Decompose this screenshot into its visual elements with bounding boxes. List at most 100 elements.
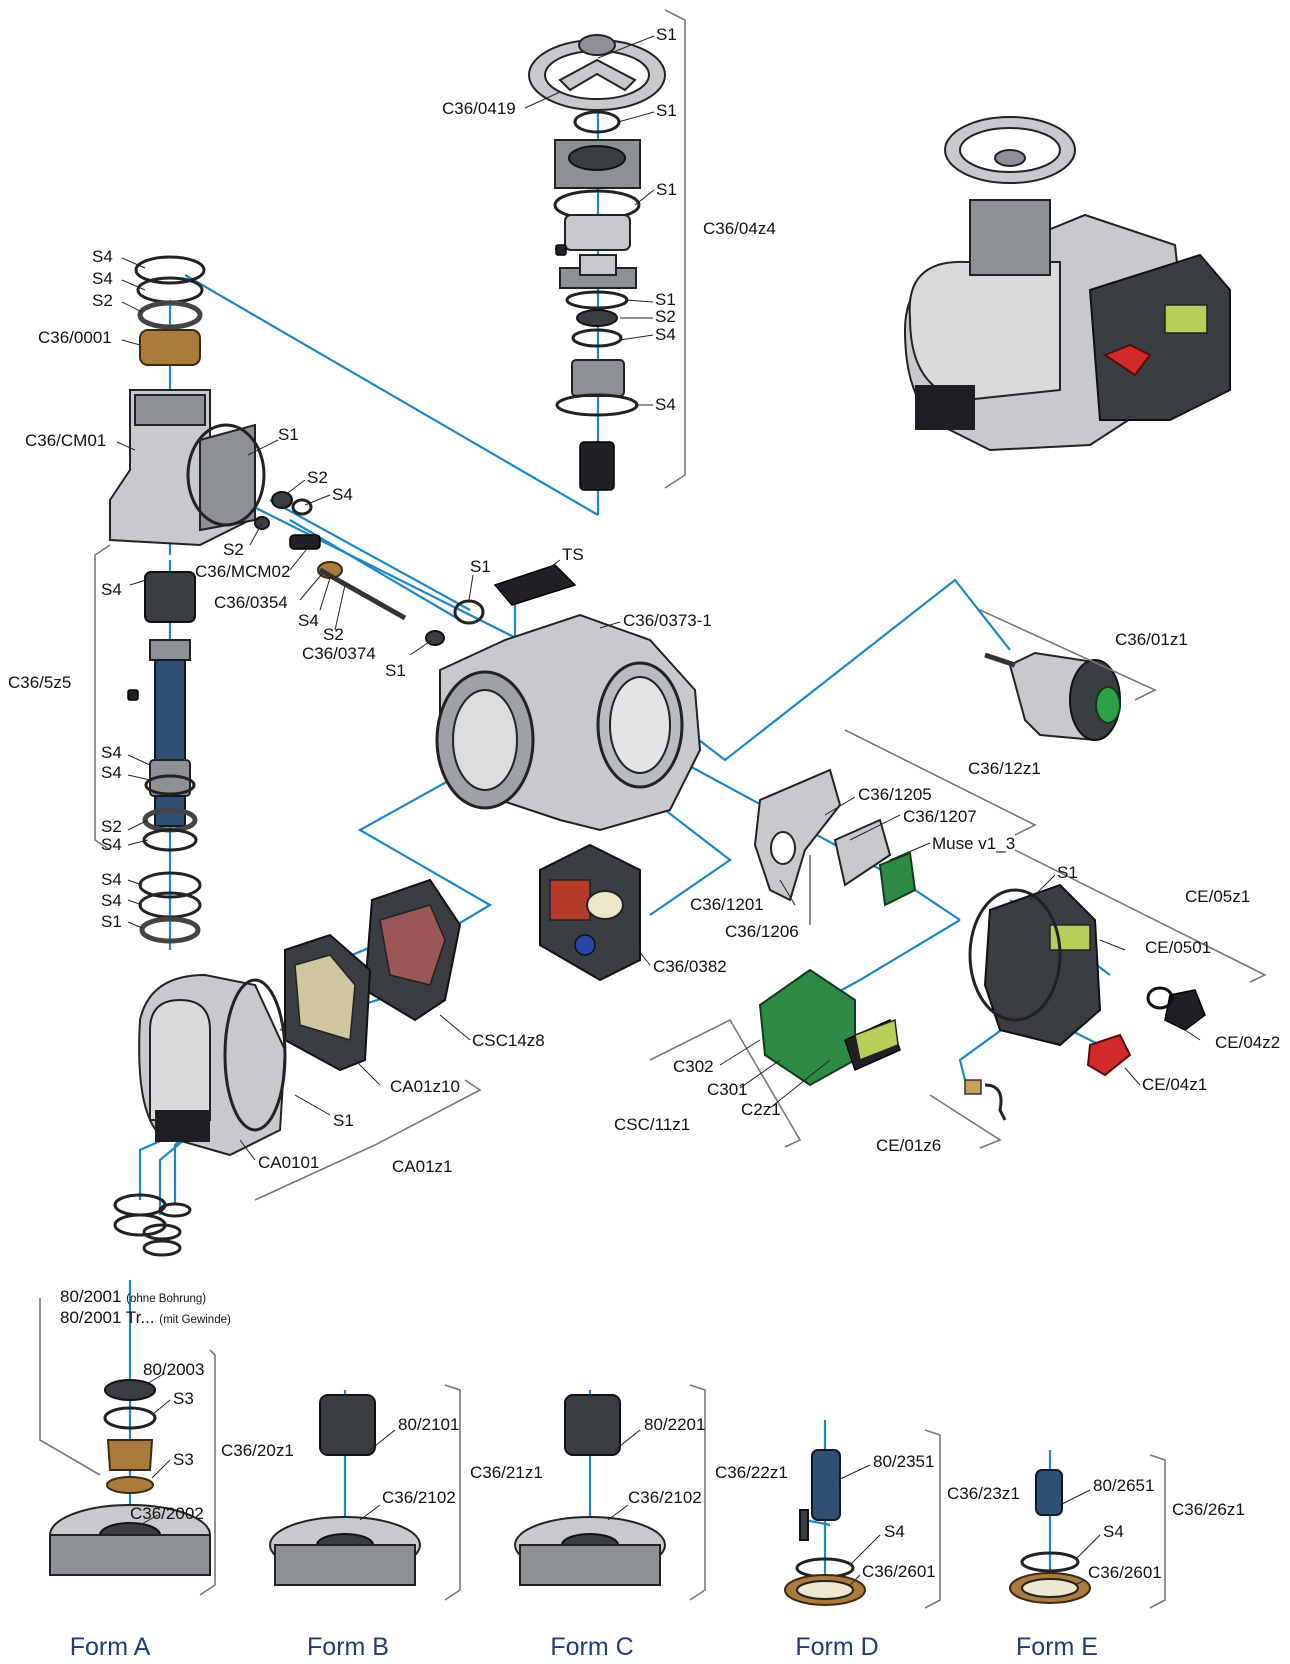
label-s3-b: S3: [173, 1450, 194, 1469]
label-s2-left-1: S2: [92, 291, 113, 310]
label-c36-12z1: C36/12z1: [968, 759, 1041, 778]
label-c36-0382: C36/0382: [653, 957, 727, 976]
label-c36-2002: C36/2002: [130, 1504, 204, 1523]
label-c36-23z1: C36/23z1: [947, 1484, 1020, 1503]
assembled-actuator: [903, 116, 1231, 452]
label-s4-low-4: S4: [101, 870, 122, 889]
label-s1-shaft: S1: [385, 661, 406, 680]
label-s2-shaft: S2: [323, 625, 344, 644]
label-s1-b: S1: [656, 101, 677, 120]
label-c36-2601-d: C36/2601: [862, 1562, 936, 1581]
ts-board: [493, 564, 577, 606]
label-ce-0501: CE/0501: [1145, 938, 1211, 957]
form-a-parts: [49, 1379, 211, 1576]
form-labels: Form A Form B Form C Form D Form E: [70, 1633, 1098, 1661]
label-ca01z1: CA01z1: [392, 1157, 452, 1176]
label-80-2001: 80/2001 (ohne Bohrung): [60, 1287, 206, 1306]
label-c36-26z1: C36/26z1: [1172, 1500, 1245, 1519]
form-c-parts: [514, 1394, 666, 1586]
handwheel-top: [528, 34, 666, 111]
label-c36-2102-b: C36/2102: [382, 1488, 456, 1507]
label-s4-form-e: S4: [1103, 1522, 1124, 1541]
label-ca01z10: CA01z10: [390, 1077, 460, 1096]
label-c302: C302: [673, 1057, 714, 1076]
label-c36-mcm02: C36/MCM02: [195, 562, 290, 581]
label-c36-5z5: C36/5z5: [8, 673, 71, 692]
label-c36-1205: C36/1205: [858, 785, 932, 804]
gearbox-housing-cm01: [109, 389, 266, 547]
label-80-2003: 80/2003: [143, 1360, 204, 1379]
label-c36-2601-e: C36/2601: [1088, 1563, 1162, 1582]
leader-lines: [116, 35, 1201, 1586]
label-c36-22z1: C36/22z1: [715, 1463, 788, 1482]
label-s4-left-1: S4: [92, 247, 113, 266]
label-c36-cm01: C36/CM01: [25, 431, 106, 450]
label-ce-04z2: CE/04z2: [1215, 1033, 1280, 1052]
main-housing-0373-1: [435, 613, 702, 832]
label-s4-d: S4: [655, 325, 676, 344]
label-c36-0419: C36/0419: [442, 99, 516, 118]
label-80-2101: 80/2101: [398, 1415, 459, 1434]
label-s4-low-1: S4: [101, 743, 122, 762]
control-board-0382: [539, 843, 641, 982]
label-c36-0001: C36/0001: [38, 328, 112, 347]
small-shaft-parts: [254, 491, 485, 646]
label-csc14z8: CSC14z8: [472, 1031, 545, 1050]
label-80-2651: 80/2651: [1093, 1476, 1154, 1495]
cable-gland-rings: [113, 1193, 192, 1257]
part-labels: S1 C36/0419 S1 S1 C36/04z4 S1 S2 S4 S4 S…: [8, 25, 1280, 1582]
label-s4-e: S4: [655, 395, 676, 414]
label-s3-a: S3: [173, 1389, 194, 1408]
label-80-2001-tr: 80/2001 Tr... (mit Gewinde): [60, 1308, 231, 1327]
label-c36-04z4: C36/04z4: [703, 219, 776, 238]
terminal-blocks: [284, 878, 462, 1072]
form-b-parts: [269, 1394, 421, 1586]
label-c36-0373-1: C36/0373-1: [623, 611, 712, 630]
label-ce-01z6: CE/01z6: [876, 1136, 941, 1155]
form-d-parts: [784, 1449, 866, 1606]
form-b-label: Form B: [307, 1633, 389, 1661]
output-shaft-stack: [127, 571, 202, 944]
label-s1-top: S1: [656, 25, 677, 44]
label-c36-0354: C36/0354: [214, 593, 288, 612]
gearbox-top-rings: [134, 255, 206, 366]
label-s4-shaft: S4: [298, 611, 319, 630]
label-s1-ts: S1: [470, 557, 491, 576]
label-c36-20z1: C36/20z1: [221, 1441, 294, 1460]
label-80-2201: 80/2201: [644, 1415, 705, 1434]
form-c-label: Form C: [550, 1633, 633, 1661]
label-s2-cm: S2: [307, 468, 328, 487]
label-c36-1201: C36/1201: [690, 895, 764, 914]
label-s4-low-5: S4: [101, 891, 122, 910]
label-s4-left-2: S4: [92, 269, 113, 288]
form-a-label: Form A: [70, 1633, 151, 1661]
label-ca0101: CA0101: [258, 1153, 319, 1172]
label-s4-coupling: S4: [101, 580, 122, 599]
label-ce-04z1: CE/04z1: [1142, 1075, 1207, 1094]
label-s1-cover: S1: [333, 1111, 354, 1130]
label-c36-21z1: C36/21z1: [470, 1463, 543, 1482]
group-brackets: [39, 9, 1267, 1609]
label-s4-low-2: S4: [101, 763, 122, 782]
label-s1-low: S1: [101, 912, 122, 931]
label-c36-1206: C36/1206: [725, 922, 799, 941]
label-s4-form-d: S4: [884, 1522, 905, 1541]
label-s2-cm2: S2: [223, 540, 244, 559]
label-s2-low: S2: [101, 817, 122, 836]
label-s4-low-3: S4: [101, 835, 122, 854]
label-muse-v1-3: Muse v1_3: [932, 834, 1015, 853]
label-ts: TS: [562, 545, 584, 564]
label-ce-05z1: CE/05z1: [1185, 887, 1250, 906]
mounting-plate-12z1: [753, 768, 917, 907]
motor-unit-01z1: [984, 651, 1121, 742]
electronic-cover-ca0101: [138, 973, 287, 1157]
label-csc-11z1: CSC/11z1: [614, 1115, 690, 1134]
label-80-2351: 80/2351: [873, 1452, 934, 1471]
label-s4-cm: S4: [332, 485, 353, 504]
label-c36-0374: C36/0374: [302, 644, 376, 663]
label-c36-2102-c: C36/2102: [628, 1488, 702, 1507]
form-d-label: Form D: [795, 1633, 878, 1661]
label-c36-01z1: C36/01z1: [1115, 630, 1188, 649]
control-cover-ce: [964, 883, 1206, 1121]
